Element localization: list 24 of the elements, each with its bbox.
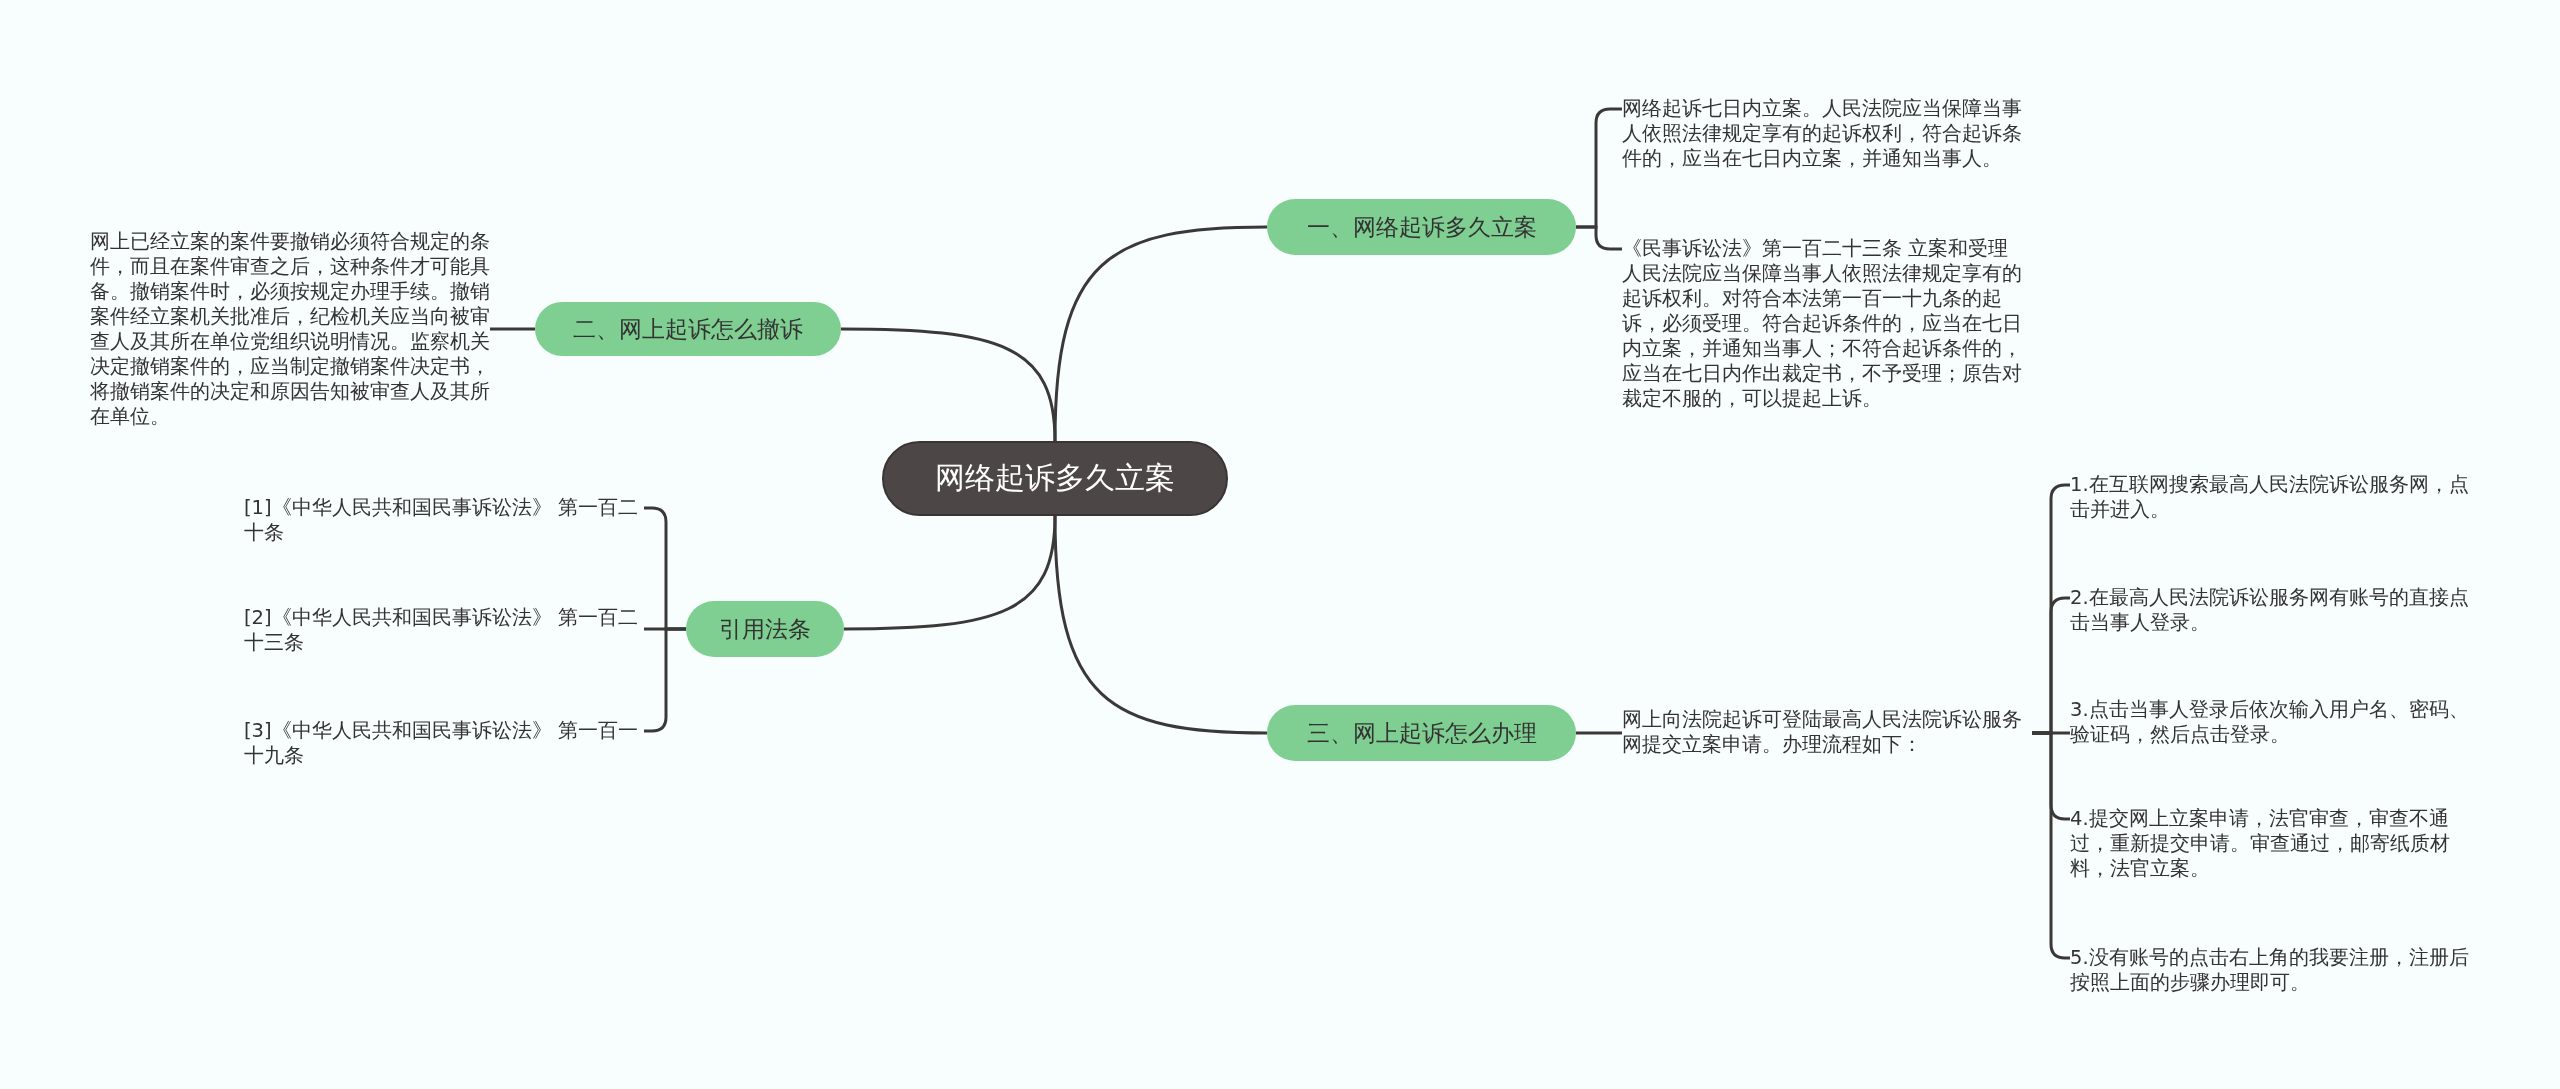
note-text: 3.点击当事人登录后依次输入用户名、密码、验证码，然后点击登录。: [2070, 697, 2480, 747]
branch-topic: 三、网上起诉怎么办理: [1267, 705, 1576, 761]
note-text: [2]《中华人民共和国民事诉讼法》 第一百二十三条: [244, 605, 644, 655]
connector-line: [1576, 731, 1622, 735]
branch-topic: 引用法条: [686, 601, 844, 657]
note-text: 4.提交网上立案申请，法官审查，审查不通过，重新提交申请。审查通过，邮寄纸质材料，法官立案。: [2070, 806, 2480, 881]
branch-topic: 二、网上起诉怎么撤诉: [535, 302, 841, 356]
connector-line: [1576, 225, 1622, 251]
note-text: 网络起诉七日内立案。人民法院应当保障当事人依照法律规定享有的起诉权利，符合起诉条件的，应当在七日内立案，并通知当事人。: [1622, 96, 2022, 171]
branch-topic: 一、网络起诉多久立案: [1267, 199, 1576, 255]
connector-line: [844, 515, 1057, 631]
note-text: 5.没有账号的点击右上角的我要注册，注册后按照上面的步骤办理即可。: [2070, 945, 2480, 995]
connector-line: [490, 327, 535, 331]
note-text: [1]《中华人民共和国民事诉讼法》 第一百二十条: [244, 495, 644, 545]
note-text: 2.在最高人民法院诉讼服务网有账号的直接点击当事人登录。: [2070, 585, 2480, 635]
note-text: [3]《中华人民共和国民事诉讼法》 第一百一十九条: [244, 718, 644, 768]
central-topic: 网络起诉多久立案: [882, 441, 1228, 516]
note-text: 网上已经立案的案件要撤销必须符合规定的条件，而且在案件审查之后，这种条件才可能具备。撤销案件时，必须按规定办理手续。撤销案件经立案机关批准后，纪检机关应当向被审查人及其所在单位党组织说明情况。监察机关决定撤销案件的，应当制定撤销案件决定书，将撤销案件的决定和原因告知被审查人及其所在单位。: [90, 229, 490, 429]
connector-line: [841, 327, 1057, 442]
note-text: 1.在互联网搜索最高人民法院诉讼服务网，点击并进入。: [2070, 472, 2480, 522]
note-text: 网上向法院起诉可登陆最高人民法院诉讼服务网提交立案申请。办理流程如下：: [1622, 707, 2032, 757]
connector-line: [1053, 225, 1268, 442]
connector-line: [1053, 515, 1268, 735]
note-text: 《民事诉讼法》第一百二十三条 立案和受理人民法院应当保障当事人依照法律规定享有的起诉权利。对符合本法第一百一十九条的起诉，必须受理。符合起诉条件的，应当在七日内立案，并通知当事人；不符合起诉条件的，应当在七日内作出裁定书，不予受理；原告对裁定不服的，可以提起上诉。: [1622, 236, 2022, 411]
